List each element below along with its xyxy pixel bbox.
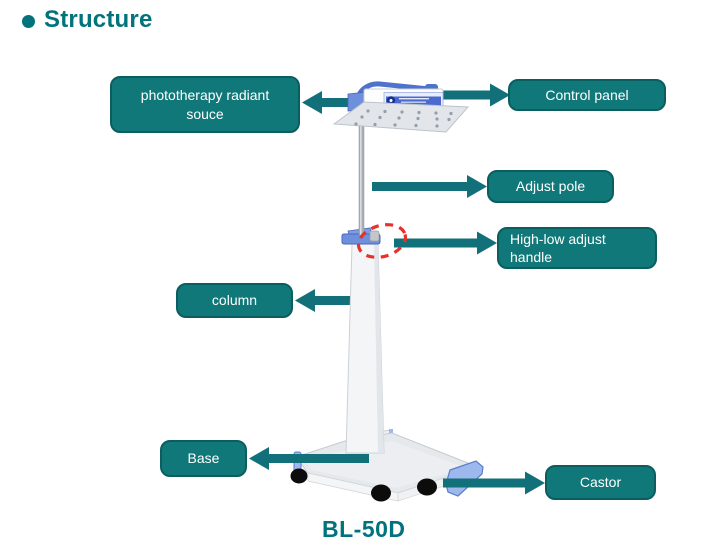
title-text: Structure [44, 6, 153, 33]
castor-wheel [417, 478, 437, 496]
column-part [345, 243, 385, 454]
label-control-panel: Control panel [508, 79, 666, 111]
label-line: column [211, 292, 258, 309]
adjust-pole-part [358, 125, 365, 236]
high-low-handle-part [341, 227, 381, 245]
arrow-to-base [249, 447, 369, 470]
lamp-head [332, 81, 470, 133]
highlight-circle-icon [356, 223, 408, 259]
bullet-icon [22, 14, 35, 28]
control-panel-band [386, 96, 441, 106]
page-title: Structure [22, 6, 153, 34]
arrow-to-high-low-handle [394, 231, 497, 255]
label-line: Adjust pole [515, 178, 586, 195]
label-adjust-pole: Adjust pole [487, 170, 614, 203]
arrow-to-adjust-pole [372, 175, 487, 198]
arrow-to-control-panel [420, 83, 510, 107]
arrows-front [249, 447, 545, 495]
label-line: Castor [579, 474, 622, 491]
label-line: phototherapy radiant [140, 87, 270, 104]
handle-knob [369, 230, 380, 242]
led-dots [354, 109, 453, 128]
label-line: souce [186, 105, 224, 122]
label-line: handle [510, 249, 553, 265]
control-panel-button-dot [389, 99, 393, 102]
display-text-line [399, 98, 429, 100]
arrow-to-castor [443, 471, 545, 495]
castor-wheel [371, 484, 391, 502]
device-illustration [290, 81, 484, 502]
display-text-line [401, 101, 426, 103]
base-part [290, 429, 484, 502]
castor-wheel [290, 468, 308, 484]
label-base: Base [160, 440, 247, 477]
label-line: Base [187, 450, 220, 467]
label-column: column [176, 283, 293, 318]
label-line: Control panel [545, 86, 629, 103]
label-line: High-low adjust [510, 230, 606, 247]
label-castor: Castor [545, 465, 656, 500]
arrow-to-column [295, 289, 355, 312]
model-name: BL-50D [322, 516, 406, 542]
label-high-low-handle: High-low adjust handle [497, 227, 657, 269]
label-radiant-source: phototherapy radiant souce [110, 76, 300, 133]
